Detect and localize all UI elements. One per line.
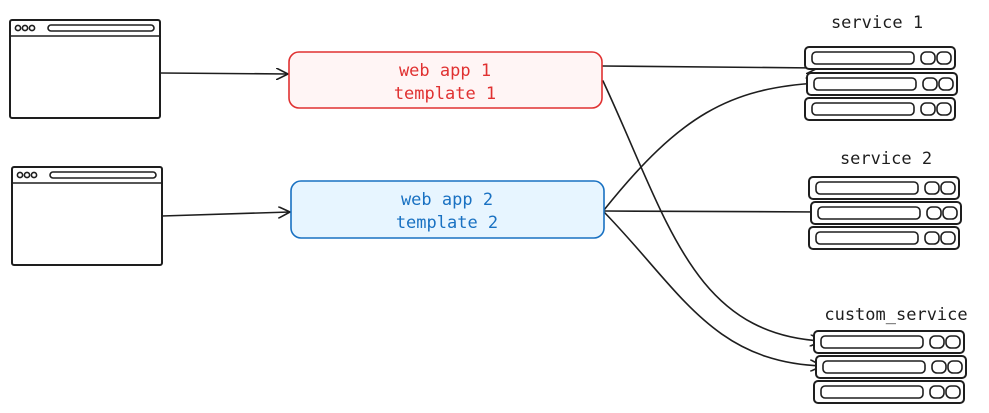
webapp1-node[interactable]: web app 1 template 1 — [288, 51, 603, 109]
webapp2-template-label: template 2 — [396, 213, 498, 233]
server-rack-icon — [808, 176, 962, 250]
custom-service-node[interactable]: custom_service — [813, 305, 968, 404]
service2-label: service 2 — [840, 149, 932, 169]
webapp1-template-label: template 1 — [394, 84, 496, 104]
webapp2-label: web app 2 — [401, 190, 493, 210]
edge-webapp1-to-service1 — [602, 66, 819, 68]
webapp1-label: web app 1 — [399, 61, 491, 81]
edge-webapp2-to-service1 — [603, 83, 819, 211]
edge-webapp2-to-service2 — [603, 211, 823, 212]
service1-node[interactable]: service 1 — [804, 13, 958, 121]
custom-service-label: custom_service — [824, 305, 967, 325]
service1-label: service 1 — [831, 13, 923, 33]
edge-webapp2-to-custom-service — [603, 211, 823, 366]
server-rack-icon — [804, 46, 958, 121]
server-rack-icon — [813, 330, 967, 404]
webapp2-node[interactable]: web app 2 template 2 — [290, 180, 605, 239]
browser-window-icon — [9, 19, 161, 119]
edge-webapp1-to-custom-service — [602, 80, 823, 341]
edge-browser2-to-webapp2 — [161, 212, 291, 216]
edge-browser1-to-webapp1 — [159, 73, 289, 74]
service2-node[interactable]: service 2 — [808, 149, 962, 250]
browser-window-icon — [11, 166, 163, 266]
